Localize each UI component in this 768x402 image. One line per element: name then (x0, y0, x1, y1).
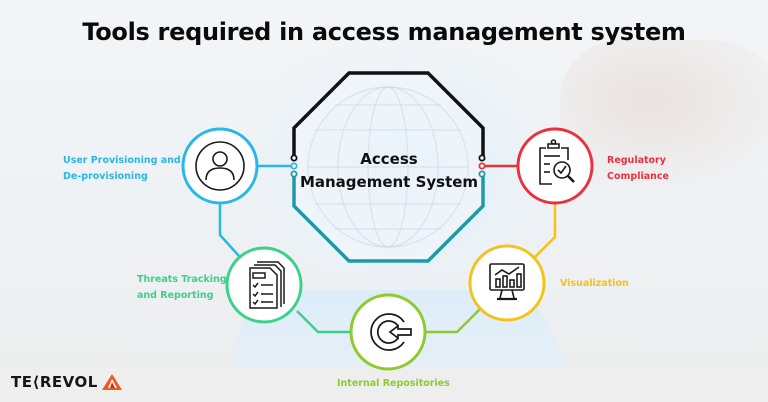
label-line: and Reporting (137, 290, 214, 301)
label-line: De-provisioning (63, 171, 148, 182)
label-internal-repositories: Internal Repositories (337, 376, 450, 392)
tool-threats-tracking (225, 246, 303, 324)
clipboard-check-icon (539, 139, 575, 185)
octagon-top-border (292, 71, 485, 156)
center-label-line1: Access (360, 150, 418, 168)
label-visualization: Visualization (560, 276, 629, 292)
tool-regulatory-compliance (516, 127, 594, 205)
center-label: Access Management System (293, 148, 485, 194)
connector-threats-repo (296, 310, 350, 334)
label-line: Threats Tracking (137, 274, 227, 285)
logo-text: TE⟨REVOL (11, 373, 98, 391)
center-label-line2: Management System (299, 173, 479, 191)
monitor-chart-icon (489, 263, 525, 301)
connector-repo-visualization (426, 308, 481, 334)
label-regulatory-compliance: Regulatory Compliance (607, 153, 669, 185)
documents-checklist-icon (249, 261, 285, 309)
user-icon (195, 141, 245, 191)
label-line: Regulatory (607, 155, 666, 166)
label-user-provisioning: User Provisioning and De-provisioning (63, 153, 181, 185)
label-line: Compliance (607, 171, 669, 182)
connector-regulatory-visualization (533, 204, 557, 259)
label-line: Internal Repositories (337, 378, 450, 389)
globe-icon (307, 86, 469, 248)
tool-internal-repositories (349, 293, 427, 371)
label-threats-tracking: Threats Tracking and Reporting (137, 272, 227, 304)
label-line: User Provisioning and (63, 155, 181, 166)
page-title: Tools required in access management syst… (82, 18, 686, 46)
logo: TE⟨REVOL (11, 373, 123, 391)
octagon-bottom-border (292, 176, 485, 263)
label-line: Visualization (560, 278, 629, 289)
tool-user-provisioning (181, 127, 259, 205)
connector-user-threats (218, 203, 240, 257)
login-arrow-icon (370, 313, 412, 351)
tool-visualization (468, 244, 546, 322)
logo-triangle-icon (101, 374, 122, 390)
